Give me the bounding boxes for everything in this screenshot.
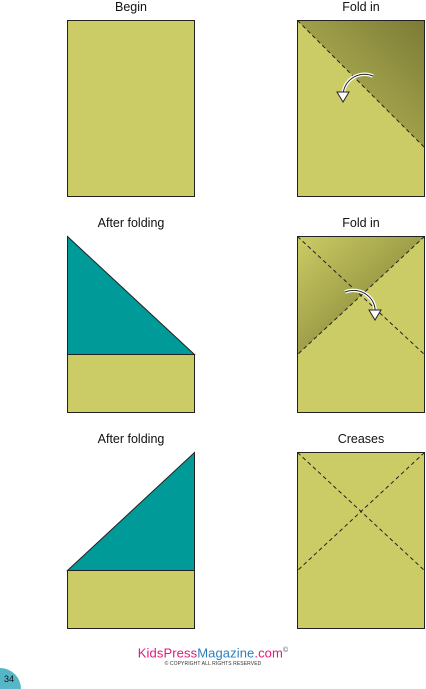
page-number: 34: [3, 674, 14, 684]
step-label: Fold in: [342, 0, 380, 14]
paper-folded-triangle-top: [66, 451, 195, 629]
paper-sheet: [67, 20, 195, 197]
brand-logo: KidsPressMagazine.com©: [0, 643, 426, 661]
step-begin: Begin: [67, 0, 195, 198]
step-label: Fold in: [342, 216, 380, 230]
step-fold-in-cross: Fold in: [297, 216, 425, 414]
paper-sheet-fold-diagram: [297, 20, 425, 197]
step-label: Creases: [337, 432, 385, 446]
fold-line-dashed: [297, 236, 425, 355]
curved-arrow-icon: [336, 72, 374, 103]
folded-flap-triangle: [67, 235, 196, 355]
brand-name-part: KidsPress: [137, 645, 198, 661]
step-creases: Creases: [297, 432, 425, 630]
brand-name-part: .com: [254, 645, 283, 661]
curved-arrow-icon: [344, 288, 382, 321]
step-after-folding-1: After folding: [67, 216, 196, 414]
step-label: After folding: [97, 432, 165, 446]
paper-folded-triangle-top: [67, 235, 196, 413]
brand-mark: ©: [282, 647, 289, 654]
copyright-text: © COPYRIGHT ALL RIGHTS RESERVED: [164, 661, 262, 667]
paper-sheet-fold-diagram: [297, 236, 425, 413]
step-fold-in-diagonal: Fold in: [297, 0, 425, 198]
crease-line-dashed: [297, 452, 425, 571]
brand-name-part: Magazine: [197, 645, 255, 661]
paper-sheet-creases: [297, 452, 425, 629]
step-label: Begin: [115, 0, 147, 14]
step-label: After folding: [97, 216, 165, 230]
fold-line-dashed: [297, 20, 425, 148]
step-after-folding-2: After folding: [66, 432, 195, 630]
folded-flap-triangle: [66, 451, 195, 571]
